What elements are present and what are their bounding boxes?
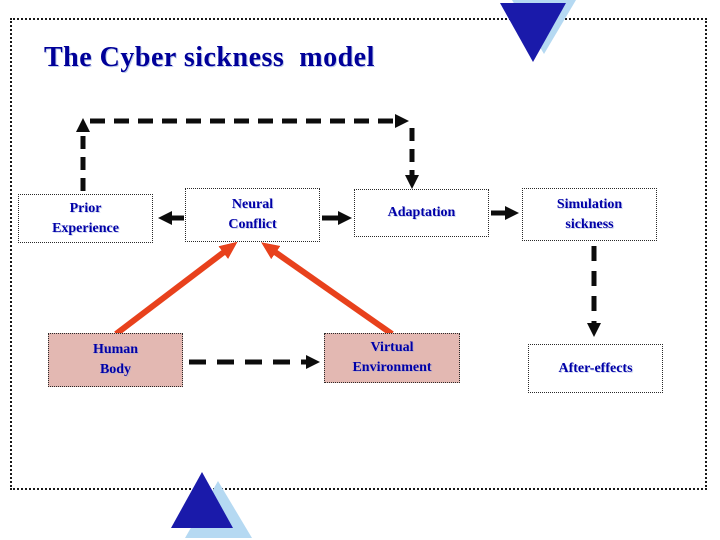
box-after-effects: After-effects — [528, 344, 663, 393]
box-adaptation: Adaptation — [354, 189, 489, 237]
slide-dotted-border — [10, 18, 707, 490]
box-human-body: Human Body — [48, 333, 183, 387]
box-neural-conflict: Neural Conflict — [185, 188, 320, 242]
box-prior-experience: Prior Experience — [18, 194, 153, 243]
slide-title: The Cyber sickness model — [44, 42, 375, 73]
box-virtual-environment: Virtual Environment — [324, 333, 460, 383]
box-simulation-sickness: Simulation sickness — [522, 188, 657, 241]
